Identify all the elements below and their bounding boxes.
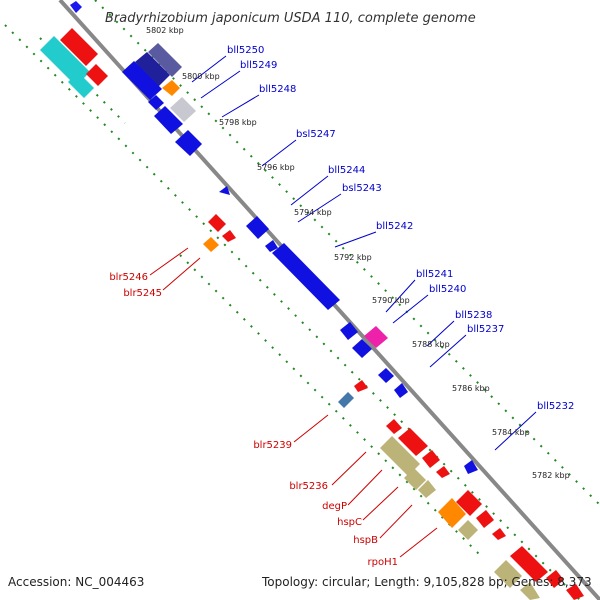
map-title: Bradyrhizobium japonicum USDA 110, compl… [105,11,476,26]
gene-arrow [222,230,236,242]
gene-arrow [162,80,180,96]
gene-arrow [520,582,540,600]
gene-arrow [436,466,450,478]
gene-arrow [364,326,388,348]
gene-label: rpoH1 [368,557,398,568]
gene-label: bll5249 [240,60,277,71]
gene-arrow [219,186,230,195]
gene-arrow [418,480,436,498]
kbp-tick-label: 5798 kbp [219,118,257,127]
gene-arrow [122,61,162,100]
gene-label: bll5237 [467,324,504,335]
gene-arrow [422,450,440,468]
gene-label: blr5236 [289,481,328,492]
gene-arrow [492,528,506,540]
kbp-tick-label: 5788 kbp [412,340,450,349]
gene-label: bsl5243 [342,183,382,194]
forward-genes [40,28,584,600]
gene-arrow [338,392,354,408]
gene-arrow [86,64,108,86]
gene-arrow [70,1,82,13]
outer-tick-track [4,24,581,600]
reverse-genes [70,1,478,474]
topology-text: Topology: circular; Length: 9,105,828 bp… [261,575,592,589]
gene-arrow [175,130,202,156]
gene-arrow [378,368,394,383]
gene-arrow [148,43,182,77]
kbp-tick-label: 5786 kbp [452,384,490,393]
forward-gene-labels: blr5246 blr5245 blr5239 blr5236 degP hsp… [109,272,398,568]
kbp-tick-label: 5792 kbp [334,253,372,262]
gene-label: blr5245 [123,288,162,299]
gene-arrow [386,419,402,434]
gene-arrow [394,383,408,398]
accession-text: Accession: NC_004463 [8,575,144,589]
gene-label: bll5248 [259,84,296,95]
gene-arrow [404,468,426,490]
gene-arrow [265,240,278,252]
gene-arrow [398,428,428,456]
gene-arrow [438,498,466,528]
gene-label: bll5238 [455,310,492,321]
gene-label: bll5241 [416,269,453,280]
gene-arrow [464,460,478,474]
kbp-tick-label: 5790 kbp [372,296,410,305]
gene-arrow [456,490,482,516]
tick-tracks [4,0,600,600]
gene-arrow [272,243,340,310]
gene-arrow [60,28,98,66]
gene-label: blr5239 [253,440,292,451]
kbp-tick-label: 5794 kbp [294,208,332,217]
gene-label: bll5242 [376,221,413,232]
gene-arrow [135,52,170,87]
gene-arrow [208,214,226,232]
gene-arrow [68,72,94,98]
gene-arrow [340,322,358,340]
gene-arrow [458,520,478,540]
kbp-tick-labels: 5802 kbp 5800 kbp 5798 kbp 5796 kbp 5794… [146,26,570,480]
gene-arrow [476,510,494,528]
gene-label: bll5250 [227,45,264,56]
kbp-tick-label: 5800 kbp [182,72,220,81]
gene-label: degP [322,501,347,512]
gene-arrow [170,97,196,122]
gene-arrow [148,95,164,110]
gene-arrow [354,380,368,392]
gene-arrow [352,339,372,358]
kbp-tick-label: 5784 kbp [492,428,530,437]
gene-label: blr5246 [109,272,148,283]
kbp-tick-label: 5796 kbp [257,163,295,172]
gene-arrow [203,237,219,252]
gene-arrow [380,436,420,476]
gene-arrow [494,560,522,588]
left-tick-track-b [179,254,481,556]
reverse-gene-labels: bll5250 bll5249 bll5248 bsl5247 bll5244 … [227,45,574,412]
kbp-tick-label: 5802 kbp [146,26,184,35]
kbp-tick-label: 5782 kbp [532,471,570,480]
gene-label: bll5232 [537,401,574,412]
reverse-label-leaders [191,55,537,451]
gene-arrow [510,546,548,582]
gene-arrow [546,570,564,588]
forward-label-leaders [149,247,438,558]
gene-arrow [154,106,183,134]
gene-label: hspC [337,517,362,528]
gene-label: bsl5247 [296,129,336,140]
gene-label: bll5240 [429,284,466,295]
gene-label: hspB [353,535,378,546]
gene-arrow [246,216,269,239]
gene-arrow [566,584,584,600]
gene-label: bll5244 [328,165,365,176]
